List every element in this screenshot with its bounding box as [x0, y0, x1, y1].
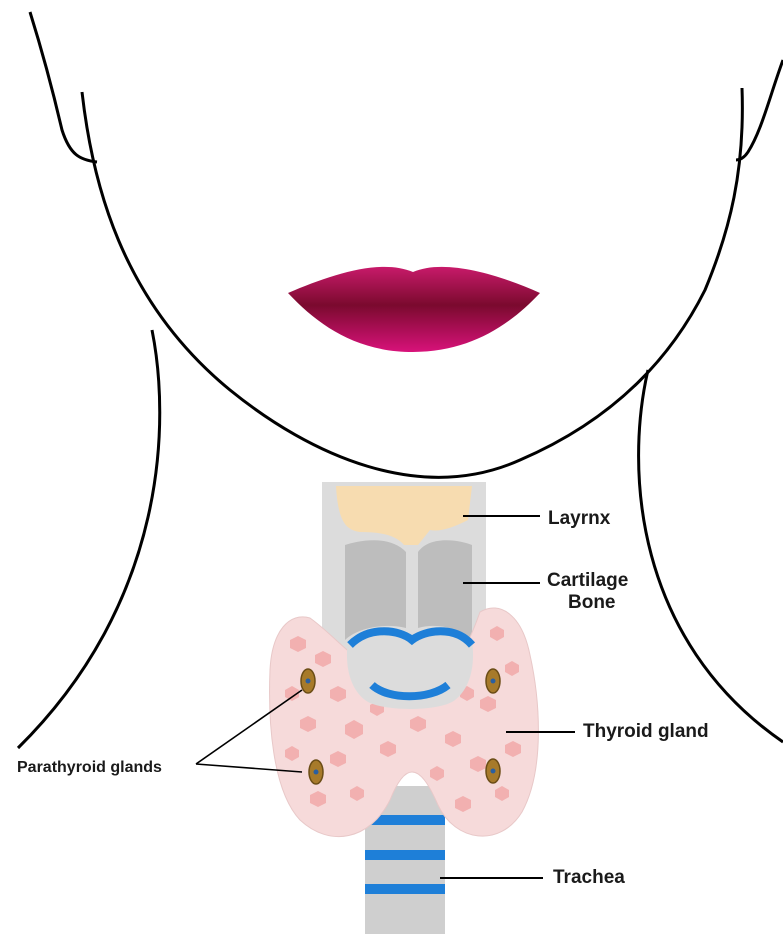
parathyroid-gland: [486, 759, 500, 783]
left-ear: [30, 12, 97, 162]
cartilage-left: [345, 540, 406, 640]
larynx-label: Layrnx: [548, 508, 610, 530]
parathyroid-glands-label: Parathyroid glands: [17, 759, 162, 777]
parathyroid-gland: [309, 760, 323, 784]
trachea-label: Trachea: [553, 867, 625, 889]
cartilage-bone-label: Cartilage Bone: [547, 570, 628, 614]
cartilage-label-line1: Cartilage: [547, 570, 628, 592]
trachea-ring: [365, 850, 445, 860]
cartilage-right: [418, 540, 472, 640]
cartilage-label-line2: Bone: [547, 592, 628, 614]
thyroid-gland-label: Thyroid gland: [583, 721, 709, 743]
trachea-ring: [365, 884, 445, 894]
parathyroid-gland: [301, 669, 315, 693]
neck-right-outline: [639, 370, 783, 742]
parathyroid-gland: [486, 669, 500, 693]
neck-left-outline: [18, 330, 160, 748]
lips: [288, 267, 540, 352]
